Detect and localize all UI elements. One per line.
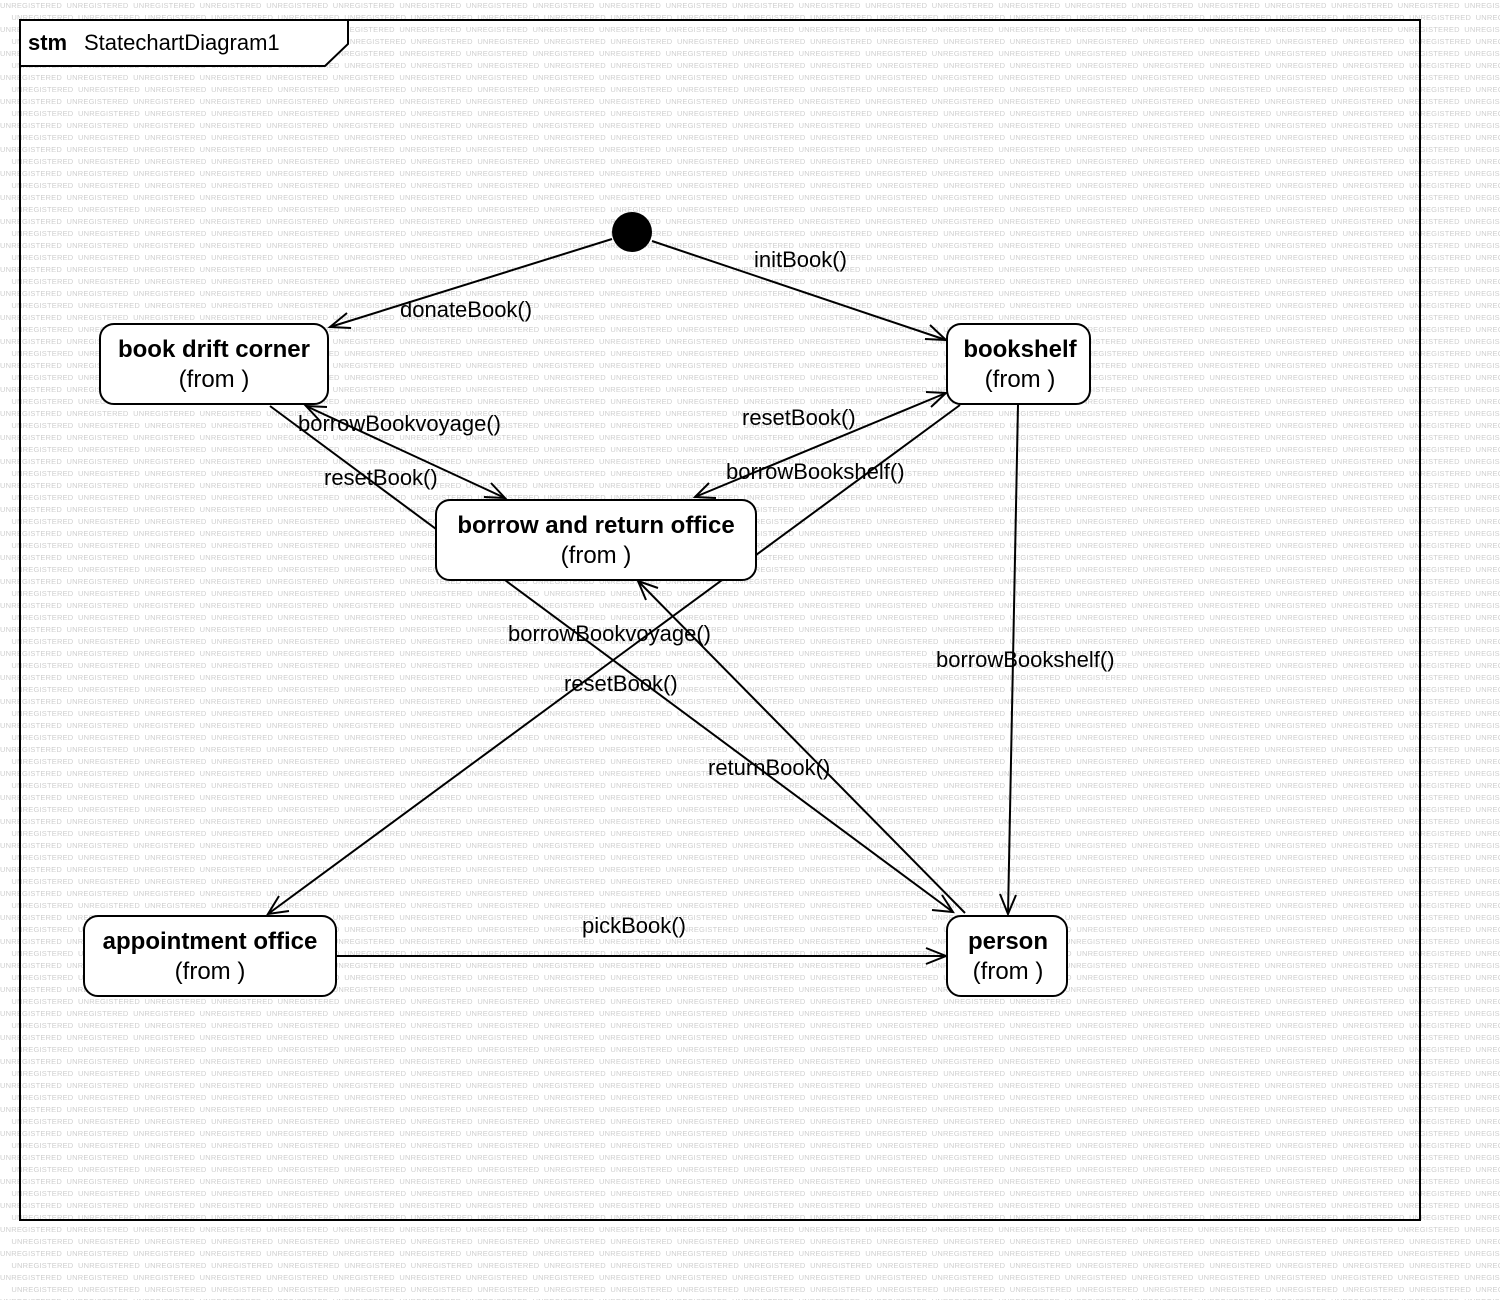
state-borrow-and-return-office[interactable]: borrow and return office (from ) [435, 499, 757, 581]
edge-drift-office[interactable] [305, 405, 506, 499]
label-borrow-bookvoyage-person: borrowBookvoyage() [508, 621, 711, 646]
edge-initial-to-bookshelf[interactable] [651, 240, 947, 341]
label-borrow-bookvoyage-office: borrowBookvoyage() [298, 411, 501, 436]
diagram-frame [19, 19, 1421, 1221]
label-reset-book-appointment: resetBook() [564, 671, 678, 696]
edge-office-bookshelf[interactable] [694, 392, 947, 498]
label-pick-book: pickBook() [582, 913, 686, 938]
arrowhead-bookshelf-to-appointment [266, 895, 290, 916]
label-reset-book-bookshelf: resetBook() [742, 405, 856, 430]
arrowhead-bookshelf-to-person [999, 893, 1017, 917]
state-name-appointment-office: appointment office [103, 928, 318, 955]
state-name-bookshelf: bookshelf [963, 336, 1077, 363]
edge-bookshelf-to-person[interactable] [1007, 404, 1019, 915]
frame-keyword: stm [28, 30, 67, 55]
arrowhead-drift-to-person [931, 894, 955, 914]
transition-lines [266, 238, 1019, 965]
arrowhead-initial-to-drift [327, 312, 352, 329]
state-sub-bookshelf: (from ) [985, 366, 1056, 393]
arrowhead-drift-to-office [483, 482, 508, 500]
label-borrow-bookshelf-person: borrowBookshelf() [936, 647, 1115, 672]
edge-bookshelf-to-appointment[interactable] [267, 404, 961, 915]
state-sub-book-drift-corner: (from ) [179, 366, 250, 393]
state-bookshelf[interactable]: bookshelf (from ) [946, 323, 1091, 405]
state-sub-person: (from ) [973, 958, 1044, 985]
state-sub-borrow-and-return-office: (from ) [561, 542, 632, 569]
label-donate-book: donateBook() [400, 297, 532, 322]
state-appointment-office[interactable]: appointment office (from ) [83, 915, 337, 997]
arrowhead-office-to-bookshelf [925, 391, 949, 408]
state-person[interactable]: person (from ) [946, 915, 1068, 997]
frame-tab [19, 19, 349, 67]
state-name-borrow-and-return-office: borrow and return office [457, 512, 734, 539]
state-name-book-drift-corner: book drift corner [118, 336, 310, 363]
state-sub-appointment-office: (from ) [175, 958, 246, 985]
transition-labels: donateBook() initBook() borrowBookvoyage… [298, 247, 1115, 938]
frame-title: StatechartDiagram1 [84, 30, 280, 55]
initial-state-dot[interactable] [612, 212, 652, 252]
label-return-book: returnBook() [708, 755, 830, 780]
state-book-drift-corner[interactable]: book drift corner (from ) [99, 323, 329, 405]
edge-drift-to-person[interactable] [269, 405, 954, 913]
state-name-person: person [968, 928, 1048, 955]
arrowhead-office-to-drift [303, 404, 328, 422]
label-reset-book-drift: resetBook() [324, 465, 438, 490]
label-borrow-bookshelf-office: borrowBookshelf() [726, 459, 905, 484]
arrowhead-initial-to-bookshelf [924, 324, 949, 342]
edge-initial-to-drift[interactable] [329, 238, 613, 328]
edge-person-to-office[interactable] [637, 580, 966, 914]
label-init-book: initBook() [754, 247, 847, 272]
arrowhead-bookshelf-to-office [692, 482, 717, 499]
